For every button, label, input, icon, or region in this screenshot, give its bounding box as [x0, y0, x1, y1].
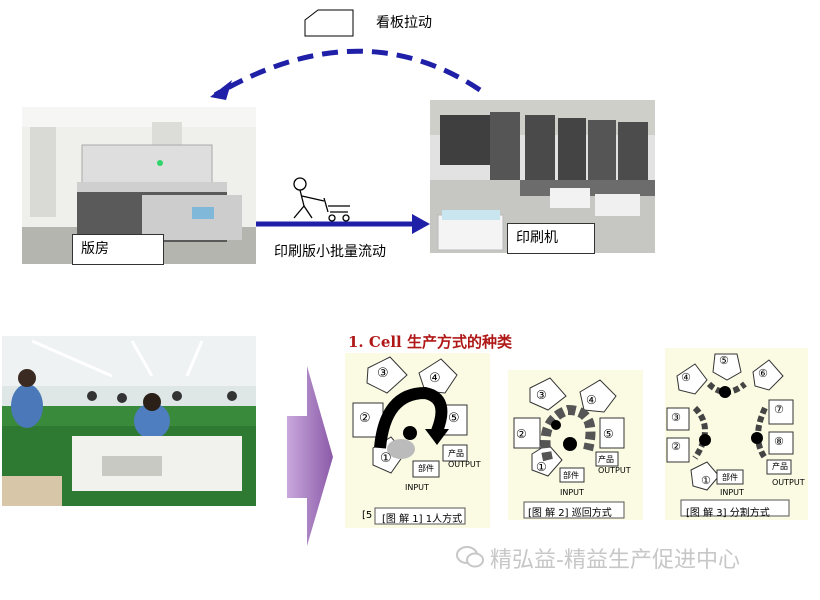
- d3-station-3: ③: [671, 411, 681, 424]
- d2-product: 产品: [598, 455, 614, 464]
- d3-station-2: ②: [671, 440, 681, 453]
- watermark-text: 精弘益-精益生产促进中心: [490, 548, 740, 573]
- d1-caption-prefix: [5: [362, 510, 373, 521]
- d1-output: OUTPUT: [448, 460, 481, 469]
- d1-station-5: ⑤: [448, 411, 460, 426]
- d1-part: 部件: [418, 464, 434, 473]
- wechat-icon: [456, 546, 484, 568]
- diagram-3-graphic: [666, 353, 794, 517]
- d2-output: OUTPUT: [598, 466, 631, 475]
- cell-title: 1. Cell 生产方式的种类: [348, 333, 512, 351]
- d2-station-4: ④: [586, 393, 597, 407]
- d3-station-1: ①: [701, 474, 711, 487]
- d1-station-3: ③: [377, 366, 389, 381]
- d1-product: 产品: [448, 449, 464, 458]
- d2-station-5: ⑤: [603, 427, 614, 441]
- d3-caption: [图 解 3] 分割方式: [686, 508, 770, 519]
- d3-input: INPUT: [720, 488, 744, 497]
- factory-workers-image: [2, 336, 256, 506]
- big-transition-arrow: [287, 366, 333, 546]
- d2-station-1: ①: [536, 460, 547, 474]
- d3-station-5: ⑤: [719, 354, 729, 367]
- d3-station-6: ⑥: [758, 367, 768, 380]
- d1-input: INPUT: [405, 483, 429, 492]
- d1-station-1: ①: [380, 451, 392, 466]
- d2-input: INPUT: [560, 488, 584, 497]
- d3-product: 产品: [772, 462, 788, 471]
- d2-caption: [图 解 2] 巡回方式: [528, 508, 612, 519]
- d2-station-3: ③: [536, 388, 547, 402]
- flow-label: 印刷版小批量流动: [274, 244, 386, 260]
- diagram-1-graphic: [352, 356, 468, 525]
- factory-photo: [2, 336, 256, 506]
- d1-caption: [图 解 1] 1人方式: [382, 514, 463, 525]
- worker-cart-icon: [293, 177, 350, 222]
- d3-station-8: ⑧: [774, 435, 784, 448]
- kanban-pull-arc: [210, 9, 482, 234]
- diagram-2-graphic: [513, 377, 625, 519]
- press-machine-image: [430, 100, 655, 253]
- d2-part: 部件: [563, 471, 579, 480]
- plate-room-machine-image: [22, 107, 256, 264]
- d1-station-2: ②: [359, 411, 371, 426]
- d3-output: OUTPUT: [772, 478, 805, 487]
- press-photo: [430, 100, 655, 253]
- d2-station-2: ②: [516, 427, 527, 441]
- press-label: 印刷机: [507, 223, 595, 254]
- plate-room-label: 版房: [72, 234, 164, 265]
- kanban-label: 看板拉动: [376, 15, 432, 31]
- d3-station-7: ⑦: [774, 403, 784, 416]
- d1-station-4: ④: [429, 371, 441, 386]
- d3-station-4: ④: [681, 371, 691, 384]
- plate-room-photo: [22, 107, 256, 264]
- d3-part: 部件: [722, 473, 738, 482]
